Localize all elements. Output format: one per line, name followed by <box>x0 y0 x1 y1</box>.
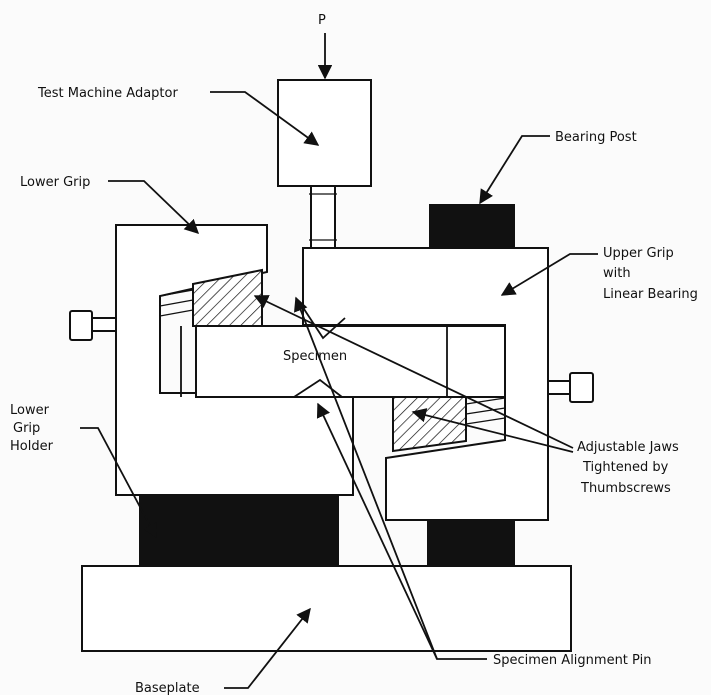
label-upper-grip-3: Linear Bearing <box>603 287 698 302</box>
leader-lower-grip <box>108 180 200 234</box>
right-thumbscrew-head <box>569 372 594 403</box>
load-label: P <box>318 13 326 28</box>
jaw-line <box>159 309 194 317</box>
leader-bearing-post <box>479 135 550 205</box>
lower-grip-holder <box>139 494 339 567</box>
jaw-line <box>465 397 506 405</box>
label-lower-grip-holder-3: Holder <box>10 439 54 454</box>
lower-grip <box>115 224 354 496</box>
label-adjustable-jaws-2: Tightened by <box>582 460 669 475</box>
leader-adjustable-jaws-2 <box>411 408 574 453</box>
leader-alignment-pin-2 <box>316 402 438 660</box>
label-adjustable-jaws-1: Adjustable Jaws <box>577 440 679 455</box>
bearing-post <box>429 204 515 248</box>
label-adjustable-jaws-3: Thumbscrews <box>580 481 671 496</box>
leader-baseplate <box>224 607 311 689</box>
alignment-notch-bottom <box>293 378 343 398</box>
label-baseplate: Baseplate <box>135 681 200 695</box>
jaw-line <box>159 289 194 297</box>
label-lower-grip: Lower Grip <box>20 175 90 190</box>
adaptor-stem <box>310 185 336 249</box>
left-jaw <box>192 268 263 327</box>
leader-lower-grip-holder <box>80 427 157 539</box>
right-jaw <box>392 396 467 453</box>
alignment-notch-top <box>301 305 346 340</box>
upper-grip-support-block <box>427 517 515 567</box>
label-upper-grip-1: Upper Grip <box>603 246 674 261</box>
label-test-machine-adaptor: Test Machine Adaptor <box>37 86 178 101</box>
label-lower-grip-holder-2: Grip <box>13 421 40 436</box>
label-upper-grip-2: with <box>603 266 631 281</box>
jaw-line <box>465 417 506 425</box>
test-machine-adaptor <box>277 79 372 187</box>
right-thumbscrew-shaft <box>547 380 571 395</box>
left-thumbscrew-shaft <box>91 317 117 332</box>
label-specimen: Specimen <box>283 349 347 364</box>
label-lower-grip-holder-1: Lower <box>10 403 50 418</box>
leader-test-machine-adaptor <box>210 91 320 146</box>
leader-adjustable-jaws-1 <box>253 295 574 449</box>
label-bearing-post: Bearing Post <box>555 130 637 145</box>
leader-upper-grip <box>500 253 598 296</box>
left-thumbscrew-head <box>69 310 93 341</box>
jaw-line <box>465 407 506 415</box>
jaw-line <box>159 299 194 307</box>
label-specimen-alignment-pin: Specimen Alignment Pin <box>493 653 651 668</box>
specimen <box>195 325 506 398</box>
baseplate <box>81 565 572 652</box>
